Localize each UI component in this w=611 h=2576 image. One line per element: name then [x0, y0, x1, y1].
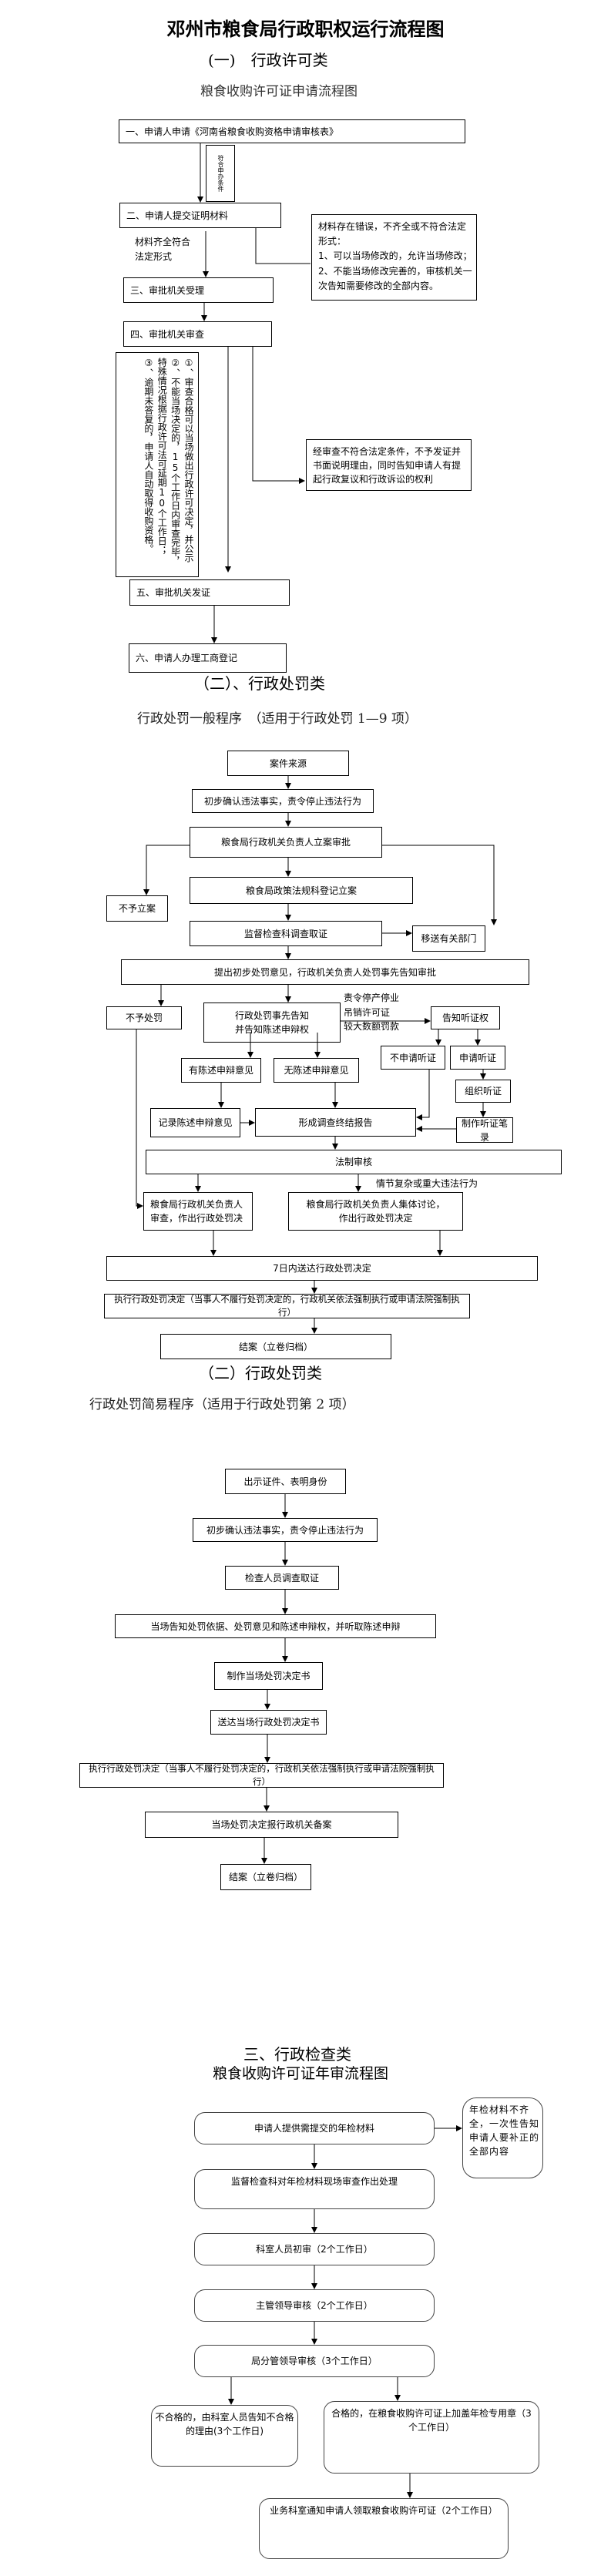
- label-complex: 情节复杂或重大违法行为: [376, 1178, 478, 1189]
- s2-submit-box: 二、申请人提交证明材料: [119, 203, 281, 228]
- node-approve: 粮食局行政机关负责人立案审批: [190, 827, 382, 858]
- section3-heading: （二）行政处罚类: [199, 1364, 322, 1382]
- node-no-defense: 无陈述申辩意见: [274, 1058, 359, 1083]
- section2-heading: （二）、行政处罚类: [194, 674, 325, 693]
- node-has-defense: 有陈述申辩意见: [181, 1058, 261, 1083]
- section4-subtitle: 粮食收购许可证年审流程图: [213, 2065, 389, 2082]
- section3-subtitle: 行政处罚简易程序（适用于行政处罚第 2 项）: [89, 1397, 355, 1412]
- annual-incomplete: 年检材料不齐全，一次性告知申请人要补正的全部内容: [462, 2097, 543, 2178]
- node-no-hearing: 不申请听证: [381, 1046, 445, 1070]
- s5-issue-box: 五、审批机关发证: [129, 579, 290, 606]
- simple-step-6: 送达当场行政处罚决定书: [210, 1710, 327, 1735]
- node-deliver: 7日内送达行政处罚决定: [106, 1256, 538, 1281]
- section4-heading: 三、行政检查类: [243, 2045, 351, 2064]
- node-investigate: 监督检查科调查取证: [190, 921, 382, 946]
- annual-submit: 申请人提供需提交的年检材料: [194, 2112, 435, 2144]
- node-propose: 提出初步处罚意见，行政机关负责人处罚事先告知审批: [121, 959, 529, 985]
- simple-step-7: 执行行政处罚决定（当事人不履行处罚决定的，行政机关依法强制执行或申请法院强制执行…: [79, 1763, 444, 1788]
- node-transfer: 移送有关部门: [412, 925, 485, 952]
- node-apply-hearing: 申请听证: [450, 1046, 505, 1070]
- simple-step-4: 当场告知处罚依据、处罚意见和陈述申辩权，并听取陈述申辩: [115, 1614, 436, 1638]
- s4-review-box: 四、审批机关审查: [123, 321, 272, 347]
- s2-error-box: 材料存在错误，不齐全或不符合法定形式： 1、可以当场修改的，允许当场修改； 2、…: [311, 214, 477, 301]
- node-execute: 执行行政处罚决定（当事人不履行处罚决定的，行政机关依法强制执行或申请法院强制执行…: [104, 1294, 470, 1318]
- node-hearing-record: 制作听证笔录: [456, 1117, 513, 1143]
- annual-onsite: 监督检查科对年检材料现场审查作出处理: [194, 2169, 435, 2209]
- arrow-s4-reject: [252, 347, 305, 484]
- line-s2-error: [255, 228, 311, 264]
- simple-step-5: 制作当场处罚决定书: [214, 1662, 323, 1690]
- simple-step-2: 初步确认违法事实，责令停止违法行为: [193, 1518, 378, 1542]
- simple-step-9: 结案（立卷归档）: [220, 1864, 311, 1890]
- node-close: 结案（立卷归档）: [160, 1334, 391, 1359]
- node-final-report: 形成调查终结报告: [255, 1108, 416, 1137]
- annual-pass: 合格的，在粮食收购许可证上加盖年检专用章（3个工作日）: [324, 2401, 539, 2474]
- section1-subtitle: 粮食收购许可证申请流程图: [200, 84, 358, 99]
- s2-complete-label: 材料齐全符合法定形式: [135, 237, 191, 263]
- annual-notify: 业务科室通知申请人领取粮食收购许可证（2个工作日）: [259, 2498, 509, 2559]
- simple-step-1: 出示证件、表明身份: [225, 1469, 346, 1494]
- page-title: 邓州市粮食局行政职权运行流程图: [166, 18, 445, 40]
- node-confirm: 初步确认违法事实，责令停止违法行为: [192, 789, 374, 813]
- s6-register-box: 六、申请人办理工商登记: [129, 643, 287, 673]
- s1-condition-label: 符合申办条件: [206, 145, 235, 202]
- simple-step-8: 当场处罚决定报行政机关备案: [145, 1812, 398, 1838]
- node-record-defense: 记录陈述申辩意见: [150, 1108, 240, 1137]
- s3-accept-box: 三、审批机关受理: [123, 277, 274, 303]
- node-no-case: 不予立案: [106, 895, 168, 922]
- label-hearing-conditions: 责令停产停业 吊销许可证 较大数额罚款: [344, 992, 400, 1033]
- node-notify: 行政处罚事先告知 并告知陈述申辩权: [203, 1003, 341, 1043]
- node-register: 粮食局政策法规科登记立案: [190, 877, 413, 904]
- annual-bureau: 局分管领导审核（3个工作日）: [194, 2345, 435, 2377]
- s4-detail-box: ①、审查合格可以当场做出行政许可决定，并公示 ②、不能当场决定的，15个工作日内…: [116, 352, 199, 577]
- node-collective: 粮食局行政机关负责人集体讨论， 作出行政处罚决定: [288, 1192, 463, 1231]
- section1-heading: (一) 行政许可类: [208, 51, 328, 69]
- s1-apply-box: 一、申请人申请《河南省粮食收购资格申请审核表》: [119, 119, 465, 143]
- simple-step-3: 检查人员调查取证: [225, 1566, 339, 1590]
- node-legal-review: 法制审核: [146, 1150, 562, 1174]
- annual-staff: 科室人员初审（2个工作日）: [194, 2233, 435, 2265]
- node-hearing-right: 告知听证权: [431, 1006, 500, 1029]
- node-head-decide: 粮食局行政机关负责人 审查，作出行政处罚决: [143, 1192, 253, 1231]
- node-no-penalty: 不予处罚: [106, 1006, 182, 1029]
- node-organize-hearing: 组织听证: [455, 1080, 511, 1103]
- s4-reject-box: 经审查不符合法定条件，不予发证并书面说明理由，同时告知申请人有提起行政复议和行政…: [306, 439, 472, 491]
- node-case-source: 案件来源: [227, 751, 349, 776]
- annual-fail: 不合格的，由科室人员告知不合格的理由(3个工作日): [151, 2405, 298, 2467]
- section2-subtitle: 行政处罚一般程序 （适用于行政处罚 1—9 项）: [137, 711, 418, 727]
- annual-supervisor: 主管领导审核（2个工作日）: [194, 2289, 435, 2322]
